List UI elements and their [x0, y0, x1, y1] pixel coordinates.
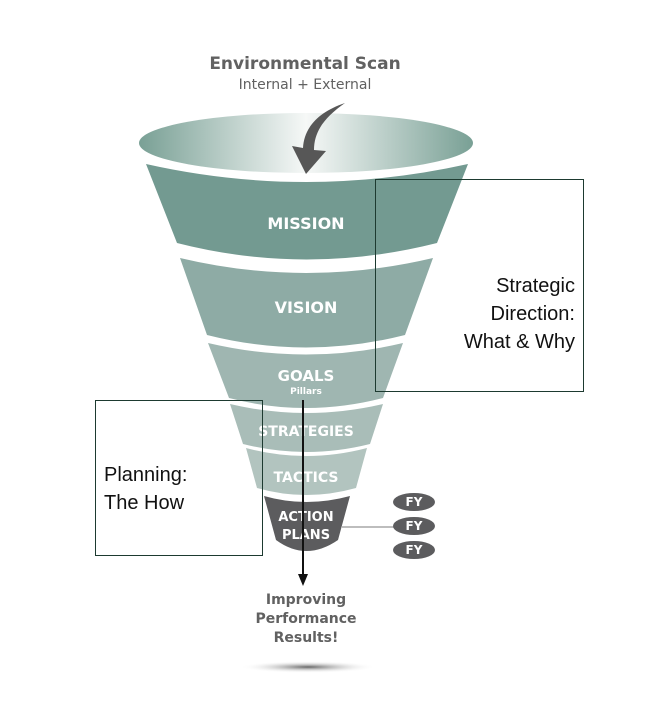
planning-box: Planning: The How — [95, 400, 263, 556]
fy-pill: FY — [393, 517, 435, 535]
funnel-shadow — [240, 661, 376, 673]
curved-arrow-icon — [292, 103, 345, 174]
down-arrow-icon — [298, 574, 308, 586]
tier-action-plans — [264, 496, 350, 551]
tier-sublabel-pillars: Pillars — [290, 387, 322, 397]
result-line-2: Performance — [255, 611, 356, 627]
tier-label-goals: GOALS — [278, 367, 335, 385]
tier-goals — [208, 343, 403, 408]
fy-pill: FY — [393, 541, 435, 559]
result-line-1: Improving — [266, 592, 346, 608]
tier-strategies — [230, 404, 383, 452]
funnel-tiers — [146, 164, 468, 551]
tier-mission — [146, 164, 468, 260]
tier-vision — [180, 258, 433, 348]
tier-label-strategies: STRATEGIES — [258, 424, 354, 440]
fy-label: FY — [406, 519, 423, 533]
tier-label-vision: VISION — [275, 298, 338, 317]
strategic-line-1: Strategic — [496, 275, 575, 297]
environmental-scan-subtitle: Internal + External — [239, 77, 372, 93]
tier-label-action: ACTION — [278, 510, 333, 525]
tier-label-mission: MISSION — [267, 214, 344, 233]
tier-tactics — [246, 448, 367, 495]
tier-label-tactics: TACTICS — [274, 470, 339, 486]
fy-label: FY — [406, 495, 423, 509]
fy-label: FY — [406, 543, 423, 557]
environmental-scan-title: Environmental Scan — [209, 54, 400, 74]
strategic-direction-box: Strategic Direction: What & Why — [375, 179, 584, 392]
planning-line-2: The How — [104, 492, 185, 514]
strategic-line-3: What & Why — [463, 331, 575, 353]
strategic-line-2: Direction: — [490, 303, 575, 325]
result-line-3: Results! — [274, 630, 339, 646]
planning-line-1: Planning: — [104, 464, 188, 486]
tier-label-plans: PLANS — [282, 528, 330, 543]
fy-pill: FY — [393, 493, 435, 511]
